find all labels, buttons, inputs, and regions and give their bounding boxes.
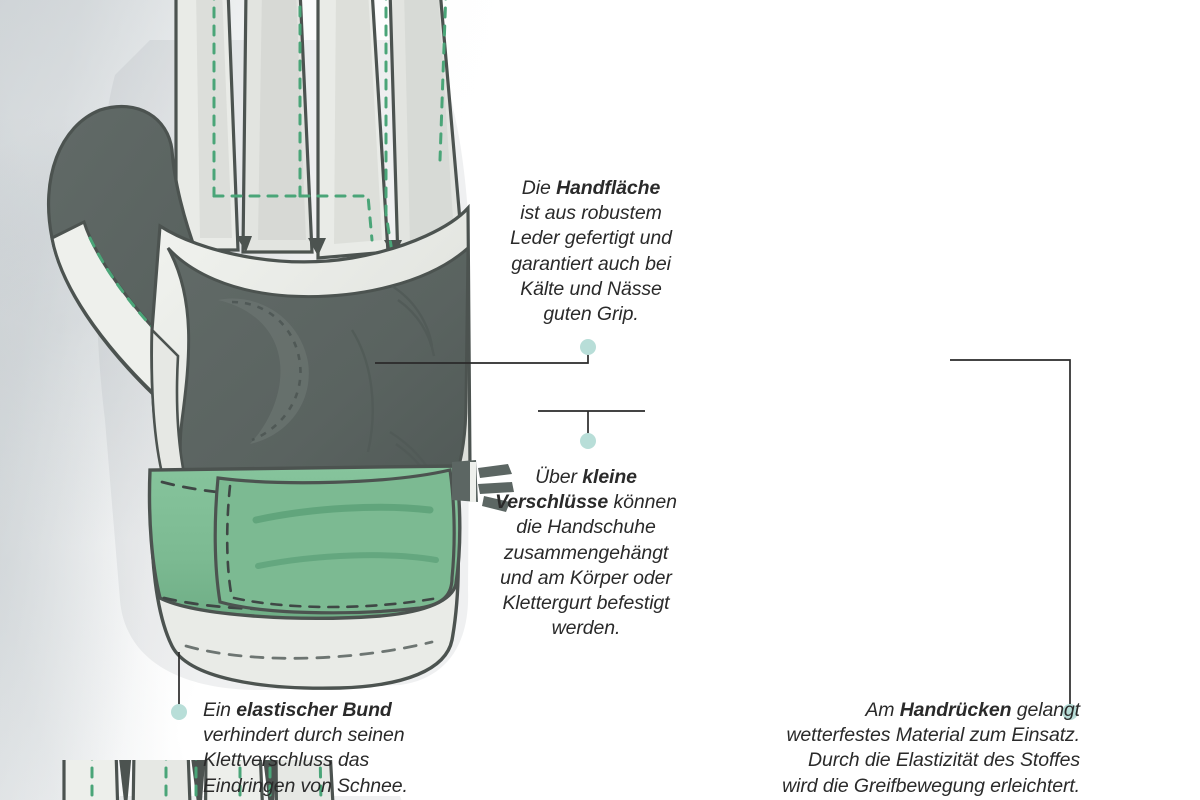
- glove-left-clasp: [452, 460, 514, 512]
- callout-line: wetterfestes Material zum Einsatz.: [786, 724, 1080, 747]
- glove-left-velcro-flap: [213, 468, 456, 615]
- callout-line: wird die Greifbewegung erleichtert.: [782, 774, 1080, 797]
- callout-line: Leder gefertigt und: [510, 227, 672, 250]
- callout-line: Eindringen von Schnee.: [203, 774, 408, 797]
- callout-line: Ein elastischer Bund: [203, 699, 392, 721]
- callout-text-back: Am Handrücken gelangt wetterfestes Materi…: [690, 698, 1080, 799]
- glove-left-palm-leather: [166, 244, 470, 534]
- callout-line: Die Handfläche: [521, 177, 661, 199]
- callout-line: Über kleine: [535, 466, 637, 488]
- callout-line: guten Grip.: [543, 303, 639, 326]
- callout-line: und am Körper oder: [500, 566, 672, 589]
- callout-line: Durch die Elastizität des Stoffes: [808, 749, 1080, 772]
- glove-right-fingers: [62, 760, 335, 800]
- callout-line: Klettergurt befestigt: [502, 592, 670, 615]
- callout-text-cuff: Ein elastischer Bund verhindert durch sei…: [203, 698, 503, 799]
- glove-left-fingers: [174, 0, 464, 265]
- callout-line: Kälte und Nässe: [520, 277, 662, 300]
- callout-line: Verschlüsse können: [495, 491, 677, 514]
- callout-line: garantiert auch bei: [511, 252, 671, 275]
- callout-line: die Handschuhe: [516, 516, 656, 539]
- glove-right-illustration: [0, 760, 520, 800]
- callout-line: Klettverschluss das: [203, 749, 370, 772]
- callout-line: werden.: [551, 617, 621, 640]
- callout-line: verhindert durch seinen: [203, 724, 405, 747]
- glove-left-illustration: [0, 0, 520, 760]
- callout-line: ist aus robustem: [520, 202, 662, 225]
- callout-line: zusammengehängt: [503, 541, 669, 564]
- callout-line: Am Handrücken gelangt: [865, 699, 1080, 721]
